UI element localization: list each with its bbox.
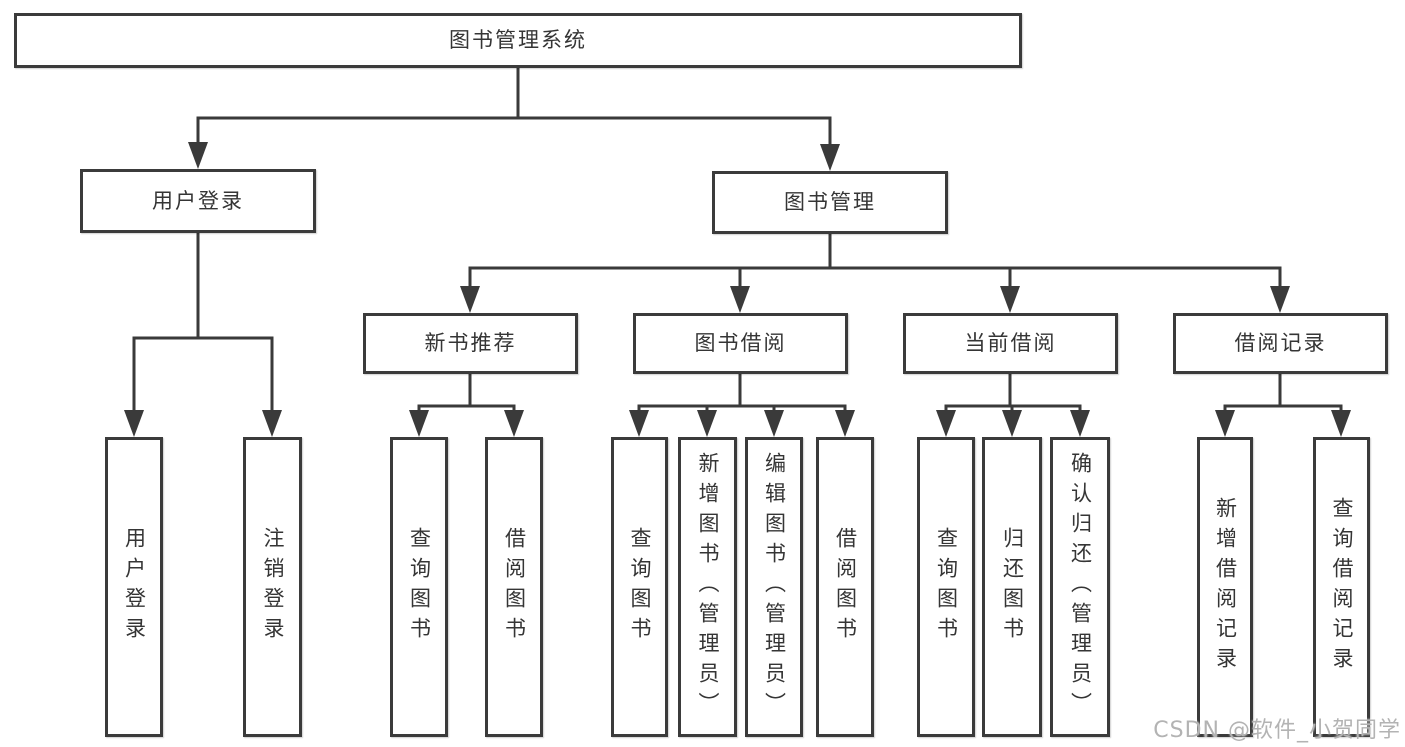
node-user-login-label: 用户登录	[152, 188, 244, 213]
leaf-query-books-recommend-label: 查询图书	[407, 527, 432, 647]
node-library-system-label: 图书管理系统	[449, 28, 587, 52]
node-book-borrowing: 图书借阅	[633, 313, 848, 374]
leaf-edit-book-admin: 编辑图书（管理员）	[745, 437, 803, 737]
node-new-book-recommend: 新书推荐	[363, 313, 578, 374]
leaf-query-books-current: 查询图书	[917, 437, 975, 737]
leaf-query-borrow-record: 查询借阅记录	[1313, 437, 1370, 737]
node-book-management-label: 图书管理	[784, 190, 876, 214]
node-current-borrowing-label: 当前借阅	[964, 331, 1057, 355]
leaf-query-borrow-record-label: 查询借阅记录	[1330, 497, 1354, 677]
leaf-borrow-books-borrowing: 借阅图书	[816, 437, 874, 737]
leaf-add-borrow-record: 新增借阅记录	[1197, 437, 1253, 737]
leaf-user-login: 用户登录	[105, 437, 163, 737]
node-new-book-recommend-label: 新书推荐	[424, 331, 517, 355]
node-current-borrowing: 当前借阅	[903, 313, 1118, 374]
leaf-confirm-return-admin: 确认归还（管理员）	[1050, 437, 1110, 737]
leaf-user-login-label: 用户登录	[122, 527, 147, 647]
node-borrowing-records: 借阅记录	[1173, 313, 1388, 374]
leaf-return-books: 归还图书	[982, 437, 1042, 737]
leaf-edit-book-admin-label: 编辑图书（管理员）	[762, 452, 787, 722]
node-book-borrowing-label: 图书借阅	[694, 331, 787, 355]
leaf-logout: 注销登录	[243, 437, 302, 737]
node-library-system: 图书管理系统	[14, 13, 1022, 68]
leaf-add-book-admin: 新增图书（管理员）	[678, 437, 737, 737]
leaf-logout-label: 注销登录	[261, 527, 285, 647]
leaf-query-books-borrowing-label: 查询图书	[628, 527, 652, 647]
leaf-query-books-current-label: 查询图书	[934, 527, 959, 647]
leaf-return-books-label: 归还图书	[1000, 527, 1025, 647]
leaf-confirm-return-admin-label: 确认归还（管理员）	[1068, 452, 1093, 722]
leaf-query-books-recommend: 查询图书	[390, 437, 448, 737]
node-user-login: 用户登录	[80, 169, 316, 233]
node-book-management: 图书管理	[712, 171, 948, 234]
node-borrowing-records-label: 借阅记录	[1234, 331, 1327, 355]
leaf-add-book-admin-label: 新增图书（管理员）	[696, 452, 720, 722]
leaf-borrow-books-recommend-label: 借阅图书	[502, 527, 527, 647]
watermark: CSDN @软件_小贺同学	[1153, 718, 1401, 743]
leaf-borrow-books-borrowing-label: 借阅图书	[833, 527, 858, 647]
leaf-borrow-books-recommend: 借阅图书	[485, 437, 543, 737]
leaf-add-borrow-record-label: 新增借阅记录	[1213, 497, 1238, 677]
leaf-query-books-borrowing: 查询图书	[611, 437, 668, 737]
